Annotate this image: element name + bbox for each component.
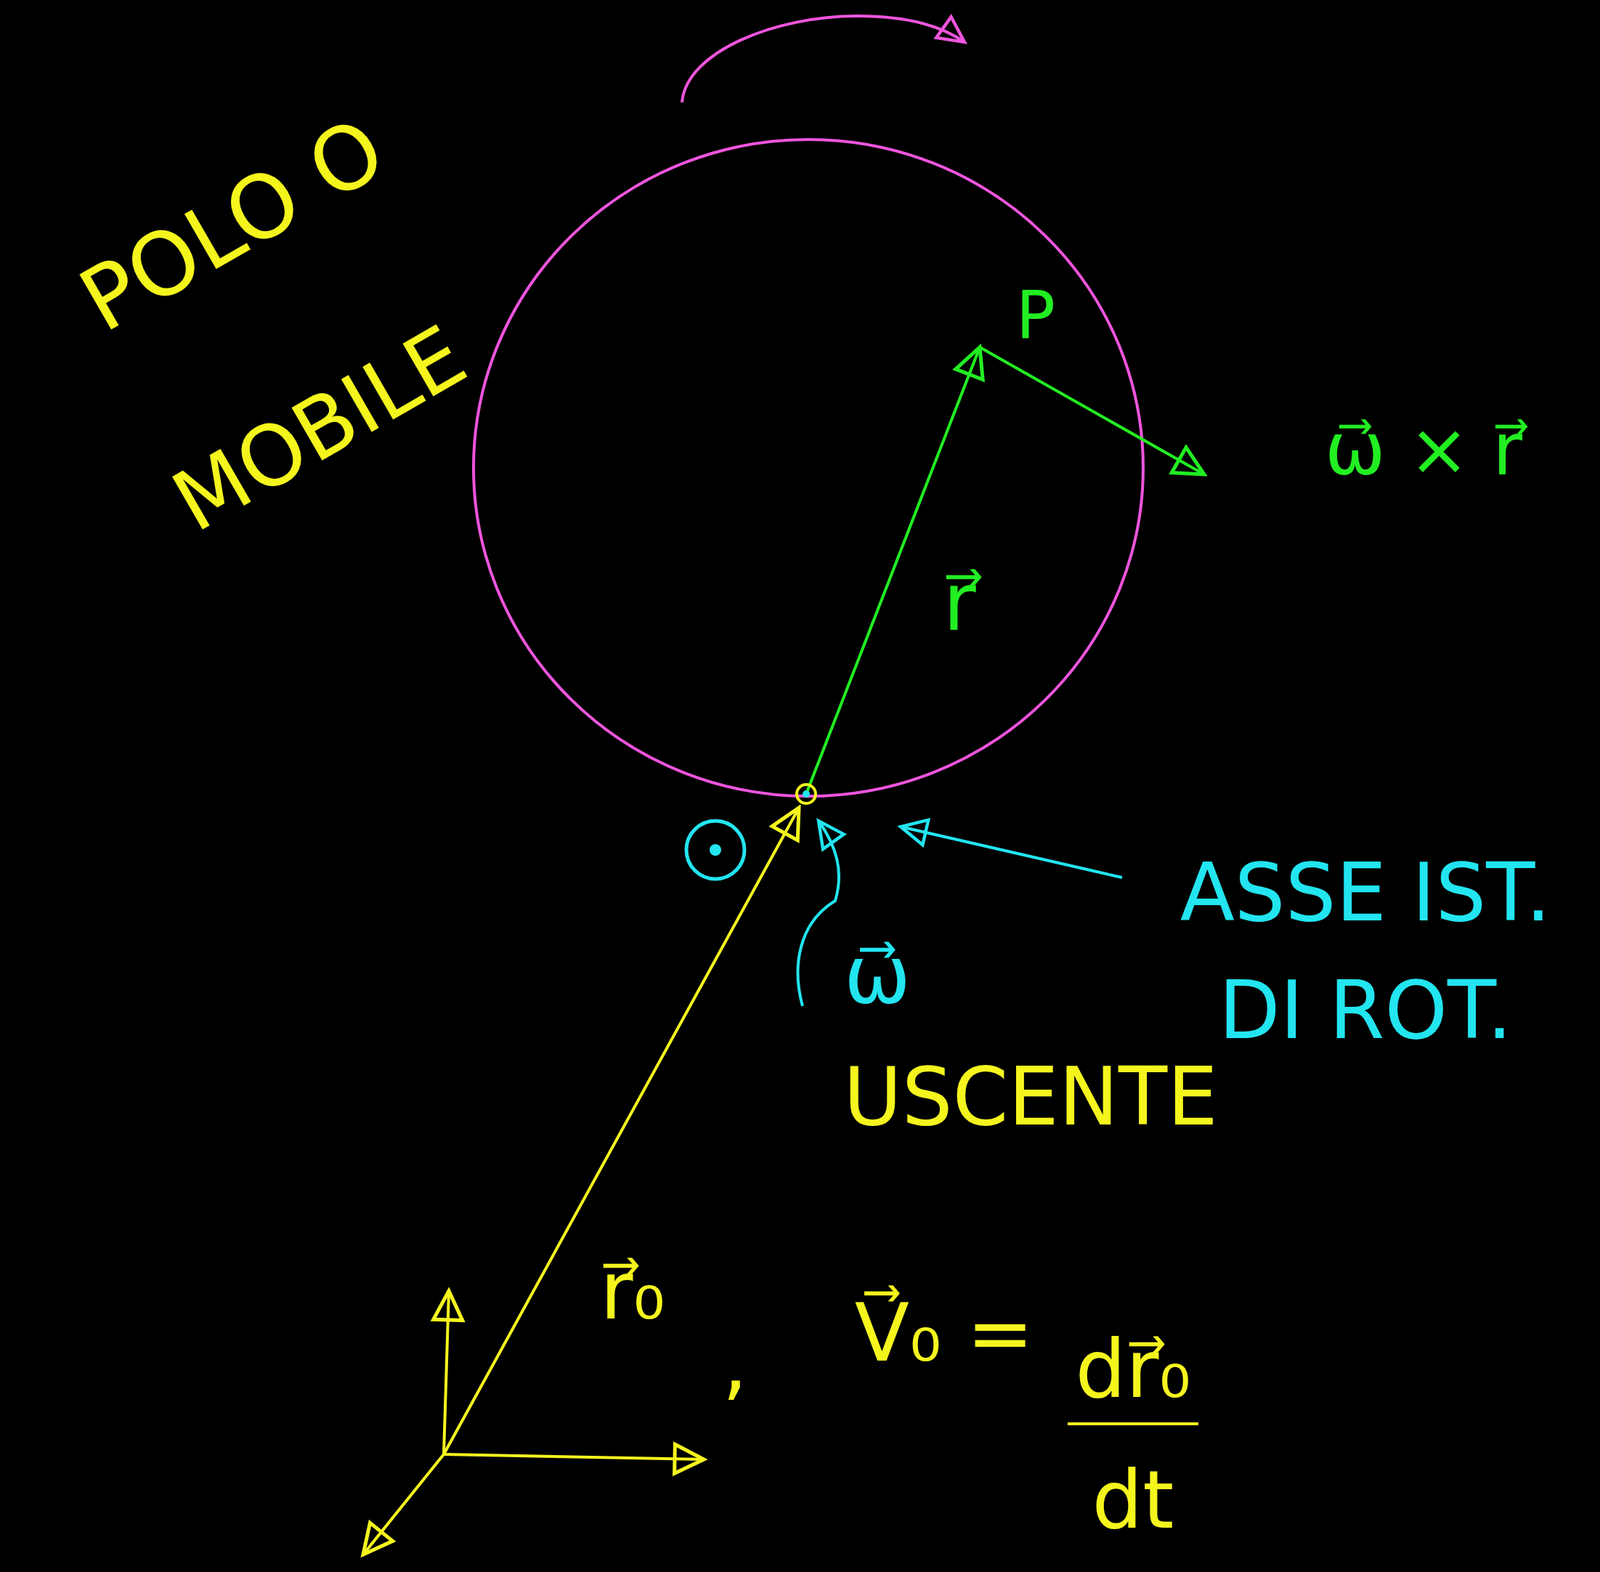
vector-label: r⃗₀ <box>599 1244 665 1338</box>
note-text: DI ROT. <box>1218 964 1513 1057</box>
fraction-bar <box>1067 1422 1199 1425</box>
vector-label: ω⃗ × r⃗ <box>1324 407 1523 491</box>
pole-point <box>796 784 816 804</box>
rigid-body <box>473 139 1144 797</box>
separator: , <box>722 1316 749 1409</box>
pole-dot <box>802 790 810 798</box>
vector-r <box>806 347 980 794</box>
note-text: MOBILE <box>157 307 483 550</box>
vector-r0 <box>443 807 799 1455</box>
formula-text: V⃗₀ = <box>854 1286 1034 1380</box>
vector-label: ω⃗ <box>843 928 911 1022</box>
formula-denominator: dt <box>1092 1454 1175 1547</box>
note-text: ASSE IST. <box>1180 846 1552 940</box>
axis-z <box>363 1454 444 1555</box>
vector-omega-cross-r <box>979 347 1205 475</box>
out-of-page-symbol <box>686 820 745 879</box>
axis-y <box>443 1290 449 1455</box>
axis-leader <box>900 826 1123 878</box>
out-of-page-dot <box>709 843 722 856</box>
point-name: P <box>1016 278 1056 354</box>
note-text: USCENTE <box>843 1050 1218 1144</box>
rotation-arrow <box>681 15 965 103</box>
formula-numerator: dr⃗₀ <box>1074 1323 1191 1416</box>
vector-label: r⃗ <box>942 556 976 649</box>
axis-x <box>443 1454 704 1460</box>
omega-leader <box>798 820 839 1006</box>
note-text: POLO O <box>63 98 401 352</box>
